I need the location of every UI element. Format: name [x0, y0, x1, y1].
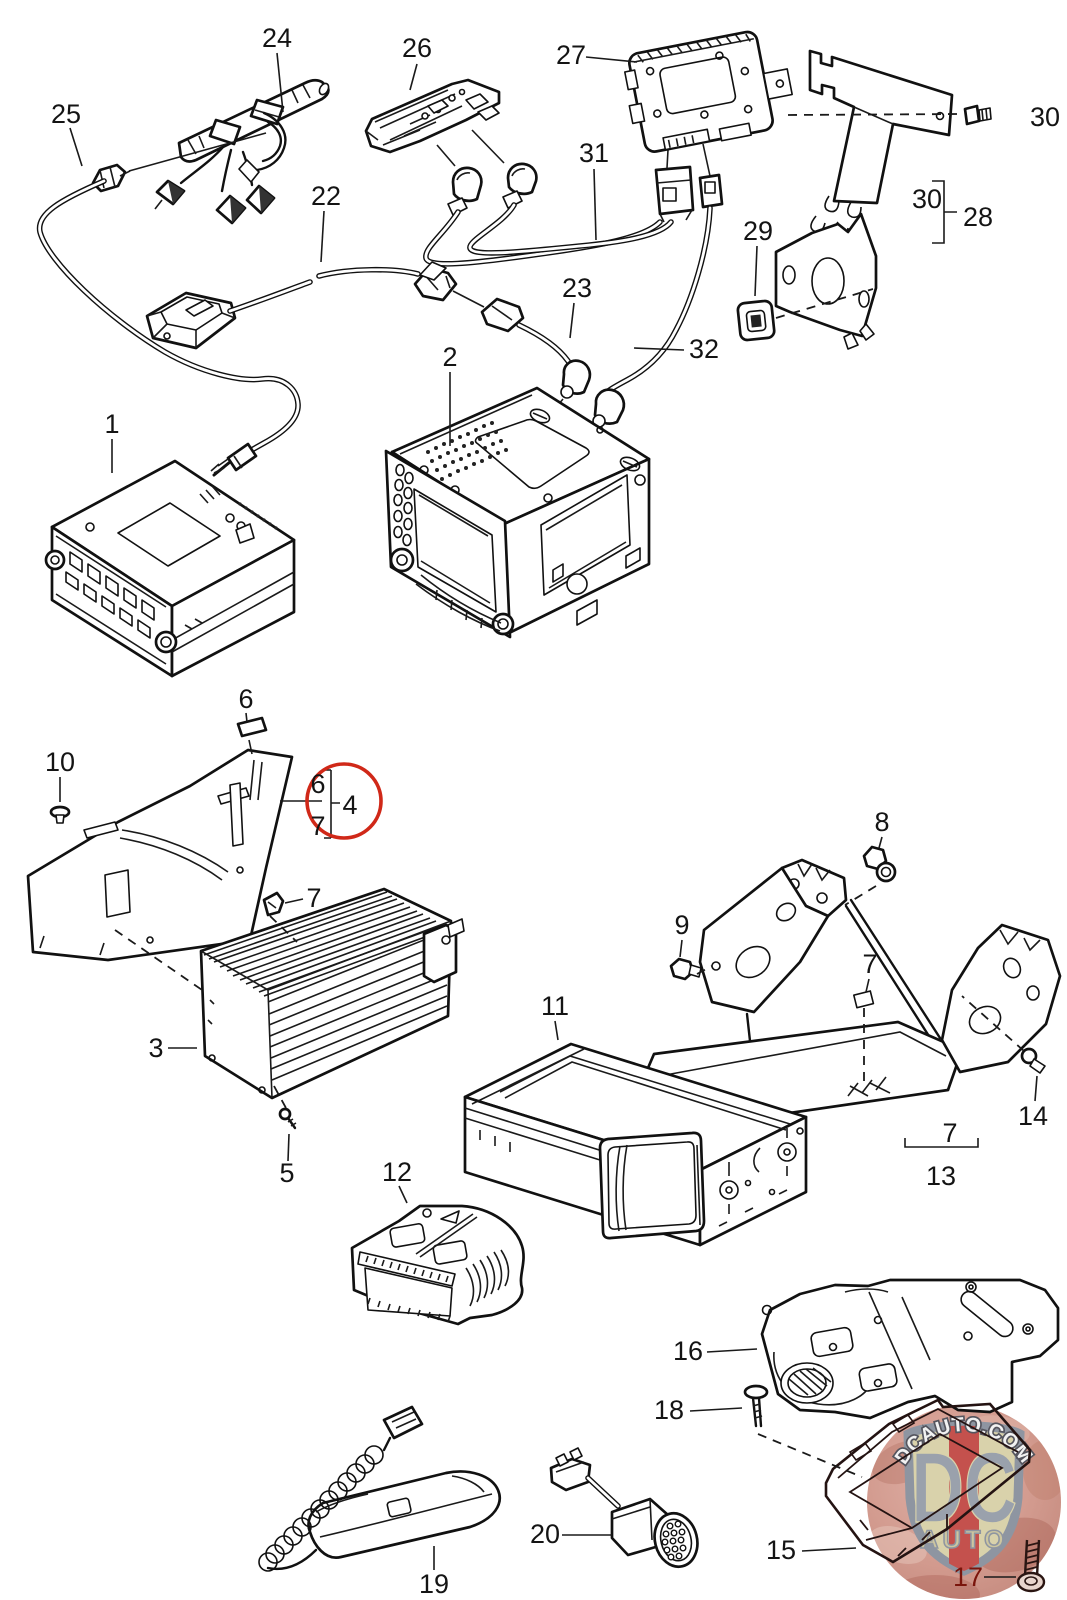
- svg-text:8: 8: [874, 807, 889, 837]
- svg-text:7: 7: [862, 949, 877, 979]
- svg-text:16: 16: [673, 1336, 703, 1366]
- svg-text:18: 18: [654, 1395, 684, 1425]
- svg-text:30: 30: [1030, 102, 1060, 132]
- svg-text:DC: DC: [911, 1432, 1017, 1544]
- svg-text:32: 32: [689, 334, 719, 364]
- svg-text:7: 7: [942, 1118, 957, 1148]
- svg-text:11: 11: [541, 991, 569, 1021]
- svg-text:15: 15: [766, 1535, 796, 1565]
- svg-text:25: 25: [51, 99, 81, 129]
- svg-text:14: 14: [1018, 1101, 1048, 1131]
- svg-text:9: 9: [674, 910, 689, 940]
- svg-text:AUTO: AUTO: [920, 1526, 1008, 1554]
- svg-text:30: 30: [912, 184, 942, 214]
- svg-text:27: 27: [556, 40, 586, 70]
- svg-text:13: 13: [926, 1161, 956, 1191]
- svg-text:28: 28: [963, 202, 993, 232]
- svg-text:26: 26: [402, 33, 432, 63]
- svg-text:6: 6: [238, 684, 253, 714]
- svg-text:7: 7: [306, 883, 321, 913]
- svg-text:2: 2: [442, 342, 457, 372]
- svg-text:6: 6: [310, 769, 325, 799]
- svg-text:24: 24: [262, 23, 292, 53]
- svg-text:3: 3: [148, 1033, 163, 1063]
- svg-text:5: 5: [279, 1158, 294, 1188]
- svg-text:20: 20: [530, 1519, 560, 1549]
- svg-text:22: 22: [311, 181, 341, 211]
- svg-text:7: 7: [310, 811, 325, 841]
- svg-text:29: 29: [743, 216, 773, 246]
- svg-text:12: 12: [382, 1157, 412, 1187]
- svg-text:23: 23: [562, 273, 592, 303]
- svg-text:19: 19: [419, 1569, 449, 1599]
- svg-text:10: 10: [45, 747, 75, 777]
- svg-text:4: 4: [342, 790, 357, 820]
- svg-text:17: 17: [953, 1562, 983, 1592]
- svg-text:31: 31: [579, 138, 609, 168]
- svg-text:1: 1: [104, 409, 119, 439]
